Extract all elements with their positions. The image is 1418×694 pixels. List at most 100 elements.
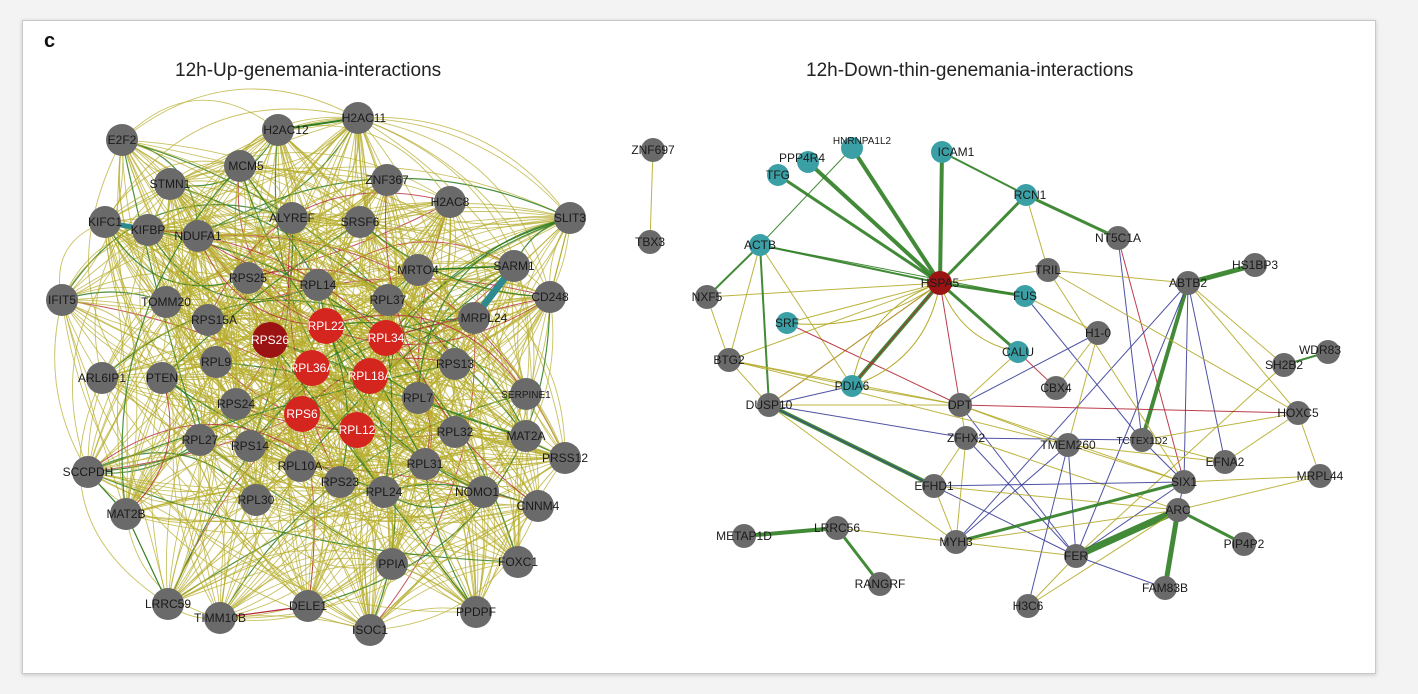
node-label: RPL24 [366, 485, 403, 499]
edge-up-network [359, 221, 551, 298]
node-lrrc56: LRRC56 [814, 516, 860, 540]
edge-up-network [219, 491, 385, 619]
node-circle [717, 348, 741, 372]
node-label: RPL27 [182, 433, 219, 447]
edge-up-network [87, 301, 167, 473]
edge-up-network [317, 284, 527, 395]
node-ppdpf: PPDPF [456, 596, 496, 628]
node-circle [931, 141, 953, 163]
edge-down-network [850, 146, 942, 285]
node-rpl32: RPL32 [437, 416, 474, 448]
node-circle [342, 102, 374, 134]
edge-down-network [1162, 509, 1181, 589]
node-label: MRPL24 [461, 311, 508, 325]
node-label: MCM5 [228, 159, 264, 173]
node-label: FUS [1013, 289, 1037, 303]
node-circle [757, 393, 781, 417]
node-tomm20: TOMM20 [141, 286, 191, 318]
edge-up-network [61, 299, 309, 607]
edge-up-network [359, 221, 484, 493]
edge-down-network [851, 282, 941, 387]
edge-up-network [125, 513, 169, 605]
edge-down-network [1117, 237, 1185, 483]
edge-down-network [1117, 237, 1143, 441]
node-circle [1016, 594, 1040, 618]
node-circle [344, 206, 376, 238]
edge-up-network [357, 117, 571, 219]
node-label: METAP1D [716, 529, 772, 543]
edge-up-network [301, 413, 377, 631]
edge-up-network [147, 129, 279, 231]
node-circle [232, 262, 264, 294]
node-isoc1: ISOC1 [352, 614, 388, 646]
node-label: TIMM10B [194, 611, 246, 625]
node-label: PDIA6 [835, 379, 870, 393]
node-efhd1: EFHD1 [914, 474, 954, 498]
edge-down-network [1024, 295, 1143, 441]
node-label: MRTO4 [397, 263, 439, 277]
node-fam83b: FAM83B [1142, 576, 1188, 600]
edge-down-network [728, 244, 761, 361]
edge-up-network [325, 325, 385, 493]
edge-up-network [316, 117, 359, 286]
node-circle [402, 382, 434, 414]
edge-up-network [147, 212, 515, 267]
edge-up-network [239, 165, 566, 459]
node-six1: SIX1 [1171, 470, 1197, 494]
node-mrto4: MRTO4 [397, 254, 439, 286]
edge-up-network [165, 361, 217, 605]
edge-down-network [768, 385, 853, 406]
node-ifit5: IFIT5 [46, 284, 78, 316]
node-circle [460, 596, 492, 628]
node-label: RPL22 [308, 319, 345, 333]
edge-down-network [1025, 194, 1049, 271]
node-label: EFNA2 [1206, 455, 1245, 469]
node-circle [1172, 470, 1196, 494]
edge-down-network [1140, 282, 1190, 441]
edge-up-network [317, 201, 451, 288]
network-title-up: 12h-Up-genemania-interactions [175, 60, 442, 81]
edge-up-network [161, 221, 361, 379]
edge-up-network [215, 296, 551, 381]
node-label: RPL9 [201, 355, 231, 369]
edge-up-network [121, 165, 241, 515]
node-metap1d: METAP1D [716, 524, 772, 548]
node-label: RPL7 [403, 391, 433, 405]
node-circle [1243, 253, 1267, 277]
node-circle [1166, 498, 1190, 522]
node-label: DELE1 [289, 599, 327, 613]
node-pten: PTEN [146, 362, 178, 394]
node-circle [1014, 285, 1036, 307]
node-circle [106, 124, 138, 156]
edge-up-network [385, 201, 457, 339]
edge-up-network [369, 505, 539, 631]
edge-up-network [247, 117, 359, 279]
edge-down-network [1075, 555, 1166, 589]
node-label: STMN1 [150, 177, 191, 191]
node-rcn1: RCN1 [1014, 184, 1047, 206]
node-label: H3C6 [1013, 599, 1044, 613]
node-label: CNNM4 [517, 499, 560, 513]
node-circle [234, 430, 266, 462]
node-circle [1086, 321, 1110, 345]
edge-down-network [1141, 412, 1299, 441]
node-tmem260: TMEM260 [1040, 433, 1096, 457]
node-ndufa1: NDUFA1 [174, 220, 222, 252]
node-label: RPS6 [286, 407, 318, 421]
edge-up-network [197, 235, 419, 271]
edge-down-network [851, 385, 961, 406]
node-h2ac11: H2AC11 [342, 102, 387, 134]
node-label: SIX1 [1171, 475, 1197, 489]
node-cd248: CD248 [531, 281, 569, 313]
node-ppia: PPIA [376, 548, 408, 580]
edge-up-network [249, 445, 484, 522]
node-tctex1d2: TCTEX1D2 [1116, 428, 1168, 452]
edge-down-network [1183, 475, 1321, 483]
node-label: ACTB [744, 238, 776, 252]
edge-up-network [207, 262, 515, 321]
node-label: ICAM1 [938, 145, 975, 159]
edge-up-network [417, 265, 515, 271]
node-btg2: BTG2 [713, 348, 745, 372]
node-circle [797, 151, 819, 173]
